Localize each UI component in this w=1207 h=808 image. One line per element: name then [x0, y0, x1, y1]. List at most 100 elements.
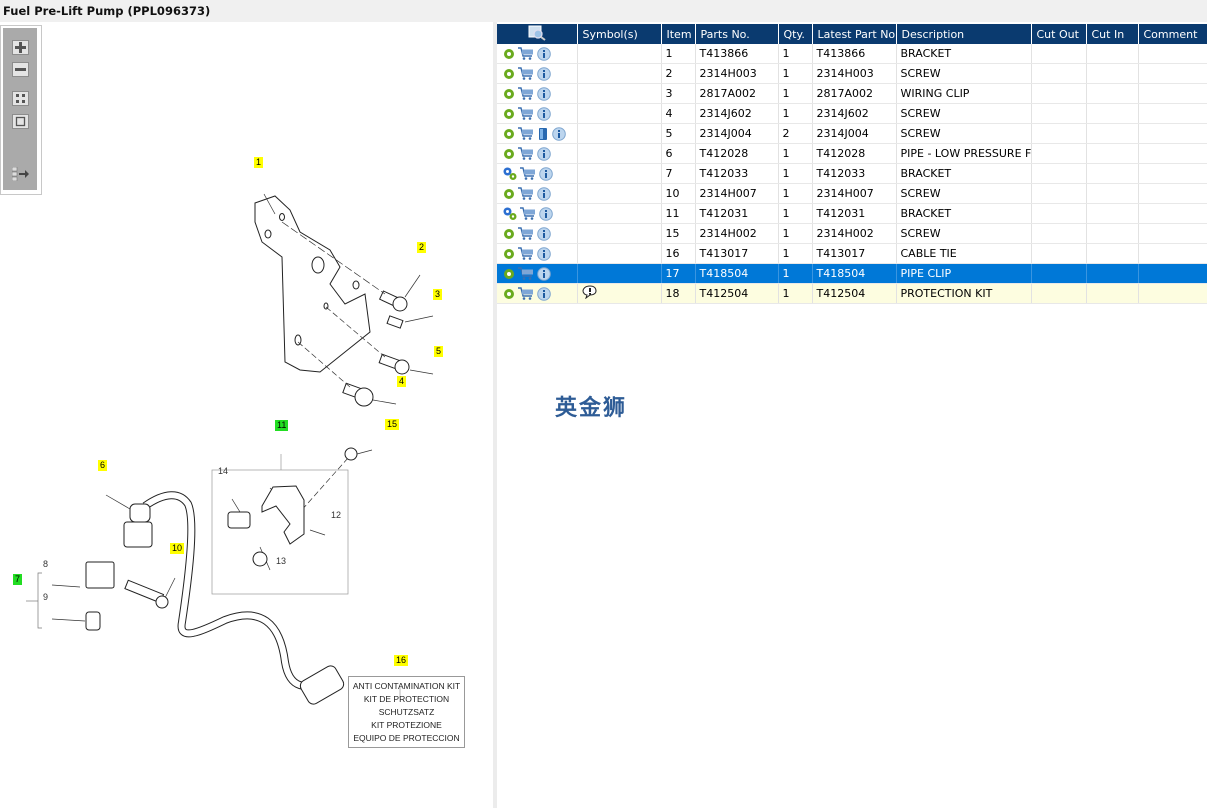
item-cell[interactable]: 3 [661, 83, 696, 104]
comment-cell[interactable] [1138, 103, 1207, 124]
latest-part-no-cell[interactable]: 2314J004 [812, 123, 897, 144]
column-header-item[interactable]: Item [661, 24, 696, 44]
cut-in-cell[interactable] [1086, 63, 1139, 84]
info-icon[interactable] [537, 66, 551, 81]
part-no-cell[interactable]: 2314H007 [695, 183, 779, 204]
callout-5[interactable]: 5 [434, 346, 444, 357]
cart-icon[interactable] [518, 267, 534, 280]
cart-icon[interactable] [518, 147, 534, 160]
comment-cell[interactable] [1138, 143, 1207, 164]
cut-in-cell[interactable] [1086, 103, 1139, 124]
callout-7[interactable]: 7 [13, 574, 23, 585]
qty-cell[interactable]: 1 [778, 243, 813, 264]
item-cell[interactable]: 15 [661, 223, 696, 244]
gears-icon[interactable] [503, 167, 517, 180]
comment-cell[interactable] [1138, 44, 1207, 64]
symbols-cell[interactable] [577, 83, 662, 104]
description-cell[interactable]: BRACKET [896, 163, 1032, 184]
part-no-cell[interactable]: 2817A002 [695, 83, 779, 104]
callout-11[interactable]: 11 [275, 420, 289, 431]
info-icon[interactable] [539, 206, 553, 221]
info-icon[interactable] [537, 266, 551, 281]
comment-cell[interactable] [1138, 263, 1207, 284]
cut-out-cell[interactable] [1031, 83, 1087, 104]
latest-part-no-cell[interactable]: 2314H002 [812, 223, 897, 244]
item-cell[interactable]: 7 [661, 163, 696, 184]
description-cell[interactable]: BRACKET [896, 203, 1032, 224]
item-cell[interactable]: 2 [661, 63, 696, 84]
symbols-cell[interactable] [577, 263, 662, 284]
info-icon[interactable] [537, 286, 551, 301]
book-icon[interactable] [537, 127, 549, 141]
cut-in-cell[interactable] [1086, 243, 1139, 264]
toggle-panel-button[interactable] [12, 166, 29, 181]
latest-part-no-cell[interactable]: T413017 [812, 243, 897, 264]
column-header-cut-out[interactable]: Cut Out [1031, 24, 1087, 44]
symbols-cell[interactable] [577, 103, 662, 124]
comment-cell[interactable] [1138, 123, 1207, 144]
item-cell[interactable]: 4 [661, 103, 696, 124]
latest-part-no-cell[interactable]: 2314H007 [812, 183, 897, 204]
gear-icon[interactable] [503, 228, 515, 240]
part-no-cell[interactable]: 2314J602 [695, 103, 779, 124]
callout-10[interactable]: 10 [170, 543, 185, 554]
description-cell[interactable]: SCREW [896, 123, 1032, 144]
qty-cell[interactable]: 1 [778, 103, 813, 124]
info-icon[interactable] [539, 166, 553, 181]
cut-out-cell[interactable] [1031, 103, 1087, 124]
symbols-cell[interactable] [577, 183, 662, 204]
qty-cell[interactable]: 1 [778, 183, 813, 204]
callout-1[interactable]: 1 [254, 157, 264, 168]
cut-out-cell[interactable] [1031, 183, 1087, 204]
fit-all-button[interactable] [12, 91, 29, 106]
cart-icon[interactable] [520, 207, 536, 220]
description-cell[interactable]: BRACKET [896, 44, 1032, 64]
description-cell[interactable]: SCREW [896, 103, 1032, 124]
latest-part-no-cell[interactable]: 2817A002 [812, 83, 897, 104]
cart-icon[interactable] [518, 227, 534, 240]
cut-in-cell[interactable] [1086, 283, 1139, 304]
part-no-cell[interactable]: T412028 [695, 143, 779, 164]
cut-out-cell[interactable] [1031, 203, 1087, 224]
cut-in-cell[interactable] [1086, 183, 1139, 204]
comment-cell[interactable] [1138, 223, 1207, 244]
callout-6[interactable]: 6 [98, 460, 108, 471]
latest-part-no-cell[interactable]: T412028 [812, 143, 897, 164]
part-no-cell[interactable]: T412031 [695, 203, 779, 224]
comment-cell[interactable] [1138, 83, 1207, 104]
diagram-panel[interactable]: 1 2 3 4 5 6 7 10 11 15 16 8 9 12 13 14 A… [0, 22, 493, 808]
gears-icon[interactable] [503, 207, 517, 220]
callout-3[interactable]: 3 [433, 289, 443, 300]
part-no-cell[interactable]: T413866 [695, 44, 779, 64]
callout-15[interactable]: 15 [385, 419, 400, 430]
qty-cell[interactable]: 1 [778, 63, 813, 84]
info-icon[interactable] [537, 106, 551, 121]
symbols-cell[interactable] [577, 143, 662, 164]
gear-icon[interactable] [503, 248, 515, 260]
cut-out-cell[interactable] [1031, 123, 1087, 144]
cut-in-cell[interactable] [1086, 83, 1139, 104]
item-cell[interactable]: 6 [661, 143, 696, 164]
cart-icon[interactable] [518, 87, 534, 100]
description-cell[interactable]: PIPE - LOW PRESSURE FUEL [896, 143, 1032, 164]
gear-icon[interactable] [503, 148, 515, 160]
info-icon[interactable] [537, 146, 551, 161]
info-icon[interactable] [552, 126, 566, 141]
gear-icon[interactable] [503, 88, 515, 100]
symbols-cell[interactable] [577, 63, 662, 84]
cart-icon[interactable] [518, 187, 534, 200]
cut-out-cell[interactable] [1031, 143, 1087, 164]
symbols-cell[interactable] [577, 123, 662, 144]
callout-2[interactable]: 2 [417, 242, 427, 253]
zoom-out-button[interactable] [12, 62, 29, 77]
info-icon[interactable] [537, 46, 551, 61]
